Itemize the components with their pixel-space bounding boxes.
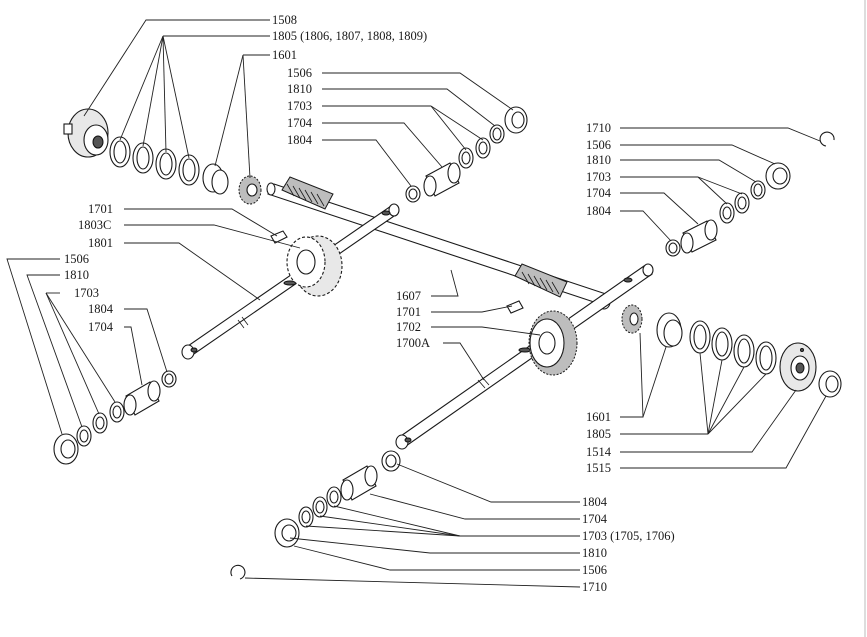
bushing-1601-top: [202, 163, 229, 195]
washers-1805-right: [689, 320, 777, 375]
label-1514: 1514: [586, 445, 612, 459]
clip-1710-bottom: [230, 564, 246, 580]
label-1701-middle: 1701: [396, 305, 421, 319]
label-1508: 1508: [272, 13, 297, 27]
label-1803c: 1803C: [78, 218, 111, 232]
label-1810-left: 1810: [64, 268, 89, 282]
flange-1514: [779, 342, 817, 392]
key-1701-middle: [506, 300, 524, 314]
pinion-top: [238, 175, 262, 205]
label-1515: 1515: [586, 461, 611, 475]
label-1703-top: 1703: [287, 99, 312, 113]
label-1801: 1801: [88, 236, 113, 250]
bushing-1704-bottom: [340, 465, 378, 501]
label-1700a: 1700A: [396, 336, 430, 350]
ring-1810-right: [750, 180, 766, 200]
label-1804-top: 1804: [287, 133, 313, 147]
label-1704-bottom: 1704: [582, 512, 608, 526]
label-1703-left: 1703: [74, 286, 99, 300]
label-1805-top: 1805 (1806, 1807, 1808, 1809): [272, 29, 427, 43]
ring-1703-left: [92, 401, 125, 434]
label-1804-bottom: 1804: [582, 495, 608, 509]
ring-1810-left: [76, 425, 92, 447]
ring-1804-right: [665, 239, 681, 257]
ring-1515: [818, 370, 842, 398]
label-1804-left: 1804: [88, 302, 114, 316]
label-1701-left: 1701: [88, 202, 113, 216]
label-1703-right: 1703: [586, 170, 611, 184]
pinion-right: [621, 304, 643, 334]
label-1506-left: 1506: [64, 252, 89, 266]
label-1506-right: 1506: [586, 138, 611, 152]
ring-1810-top: [489, 124, 505, 144]
label-1704-right: 1704: [586, 186, 612, 200]
bushing-1704-top: [423, 162, 461, 197]
ring-1506-top: [504, 106, 528, 134]
ring-1703-right: [719, 192, 750, 224]
ring-1804-bottom: [381, 450, 401, 472]
label-1703-bottom: 1703 (1705, 1706): [582, 529, 675, 543]
label-1810-right: 1810: [586, 153, 611, 167]
gear-1803c: [286, 235, 343, 297]
label-1804-right: 1804: [586, 204, 612, 218]
ring-1506-right: [765, 162, 791, 190]
worm-thread-right: [514, 263, 568, 298]
label-1601-top: 1601: [272, 48, 297, 62]
label-1704-left: 1704: [88, 320, 114, 334]
shaft-1801: [181, 203, 400, 360]
label-1506-top: 1506: [287, 66, 312, 80]
gear-1702: [528, 310, 578, 376]
label-1710-right: 1710: [586, 121, 611, 135]
ring-1703-top: [458, 137, 491, 169]
label-1506-bottom: 1506: [582, 563, 607, 577]
label-1601-right: 1601: [586, 410, 611, 424]
label-1805-right: 1805: [586, 427, 611, 441]
label-1810-top: 1810: [287, 82, 312, 96]
ring-1506-bottom: [274, 518, 300, 548]
clip-1710-top: [819, 131, 835, 147]
leader-lines: [6, 19, 827, 588]
worm-thread-left: [281, 176, 334, 210]
ring-1804-top: [405, 185, 421, 203]
washers-1805-top: [109, 136, 200, 186]
ring-1703-bottom: [298, 486, 342, 528]
label-1607: 1607: [396, 289, 421, 303]
label-1710-bottom: 1710: [582, 580, 607, 594]
bushing-1704-right: [680, 219, 718, 254]
flange-1508: [63, 108, 109, 158]
part-labels: 1508 1805 (1806, 1807, 1808, 1809) 1601 …: [64, 13, 675, 594]
label-1704-top: 1704: [287, 116, 313, 130]
ring-1506-left: [53, 433, 79, 465]
bushing-1601-right: [656, 312, 683, 348]
label-1810-bottom: 1810: [582, 546, 607, 560]
bushing-1704-left: [123, 380, 161, 416]
ring-1804-left: [161, 370, 177, 388]
label-1702: 1702: [396, 320, 421, 334]
shaft-1700a: [395, 263, 654, 450]
